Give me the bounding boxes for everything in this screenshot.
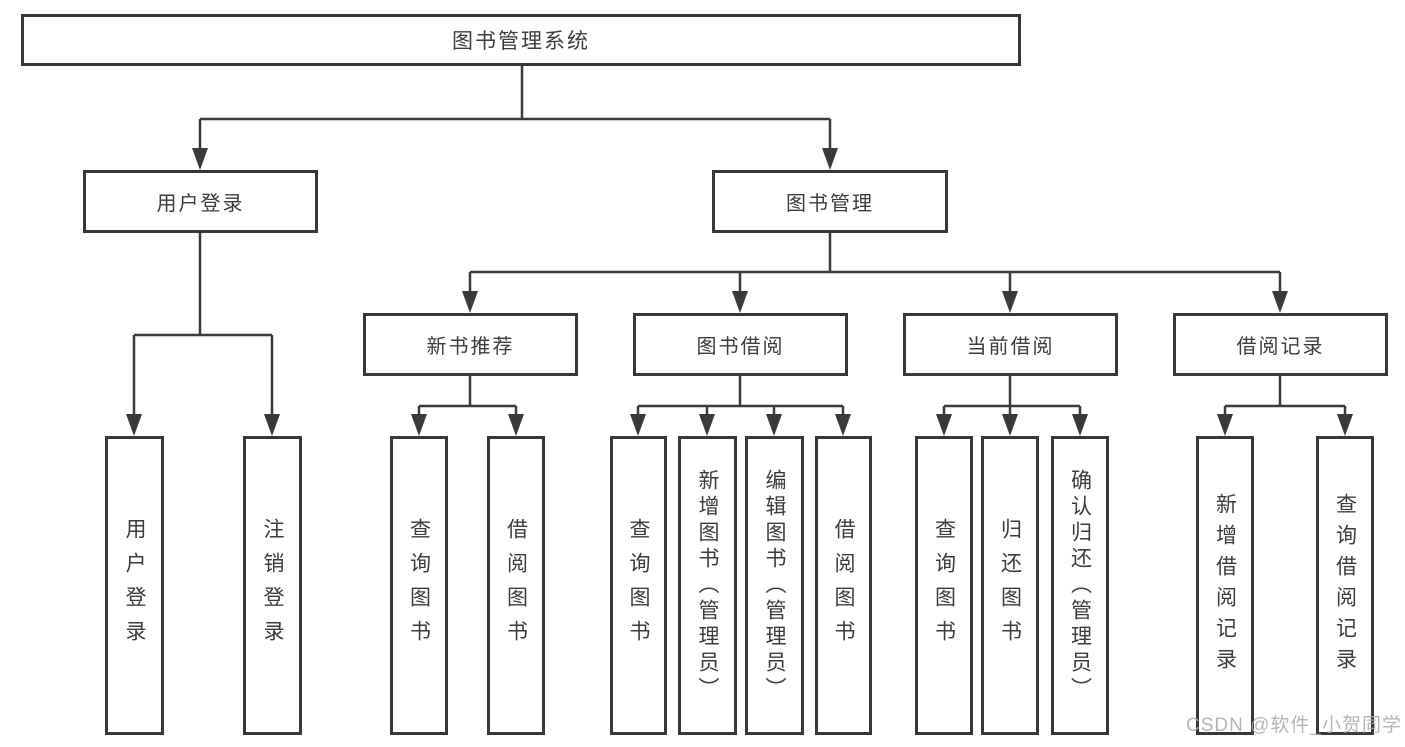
leaf-edit-books-admin: 编辑图书（管理员） bbox=[745, 436, 804, 735]
leaf-borrow-books-2: 借阅图书 bbox=[815, 436, 872, 735]
node-library-system: 图书管理系统 bbox=[21, 14, 1021, 66]
node-label: 新增图书（管理员） bbox=[696, 468, 719, 703]
node-label: 用户登录 bbox=[123, 517, 146, 654]
node-book-borrowing: 图书借阅 bbox=[633, 313, 848, 376]
leaf-logout: 注销登录 bbox=[243, 436, 302, 735]
node-label: 编辑图书（管理员） bbox=[763, 468, 786, 703]
node-label: 查询图书 bbox=[627, 517, 650, 654]
node-label: 图书借阅 bbox=[696, 336, 785, 358]
node-borrowing-records: 借阅记录 bbox=[1173, 313, 1388, 376]
node-current-borrowing: 当前借阅 bbox=[903, 313, 1118, 376]
leaf-return-books: 归还图书 bbox=[981, 436, 1039, 735]
node-label: 用户登录 bbox=[156, 193, 245, 215]
node-label: 查询图书 bbox=[932, 517, 956, 654]
node-book-management: 图书管理 bbox=[712, 170, 948, 233]
node-label: 当前借阅 bbox=[966, 336, 1055, 358]
node-label: 查询借阅记录 bbox=[1333, 492, 1357, 679]
node-label: 归还图书 bbox=[998, 517, 1022, 654]
leaf-confirm-return-admin: 确认归还（管理员） bbox=[1051, 436, 1109, 735]
watermark: CSDN @软件_小贺同学 bbox=[1186, 715, 1402, 736]
node-label: 图书管理 bbox=[786, 193, 874, 215]
node-label: 查询图书 bbox=[407, 517, 431, 654]
leaf-add-borrow-record: 新增借阅记录 bbox=[1196, 436, 1254, 735]
leaf-query-borrow-record: 查询借阅记录 bbox=[1316, 436, 1374, 735]
node-new-book-recommendation: 新书推荐 bbox=[363, 313, 578, 376]
node-user-login: 用户登录 bbox=[83, 170, 318, 233]
node-label: 借阅图书 bbox=[832, 517, 855, 654]
node-label: 借阅图书 bbox=[504, 517, 528, 654]
leaf-user-login: 用户登录 bbox=[105, 436, 164, 735]
leaf-query-books-3: 查询图书 bbox=[915, 436, 973, 735]
node-label: 借阅记录 bbox=[1236, 336, 1325, 358]
leaf-query-books-2: 查询图书 bbox=[610, 436, 667, 735]
leaf-borrow-books-1: 借阅图书 bbox=[487, 436, 545, 735]
node-label: 新书推荐 bbox=[426, 336, 515, 358]
node-label: 新增借阅记录 bbox=[1213, 492, 1237, 679]
node-label: 图书管理系统 bbox=[452, 30, 590, 53]
node-label: 确认归还（管理员） bbox=[1068, 468, 1092, 703]
node-label: 注销登录 bbox=[261, 517, 284, 654]
leaf-query-books-1: 查询图书 bbox=[390, 436, 448, 735]
leaf-add-books-admin: 新增图书（管理员） bbox=[678, 436, 737, 735]
